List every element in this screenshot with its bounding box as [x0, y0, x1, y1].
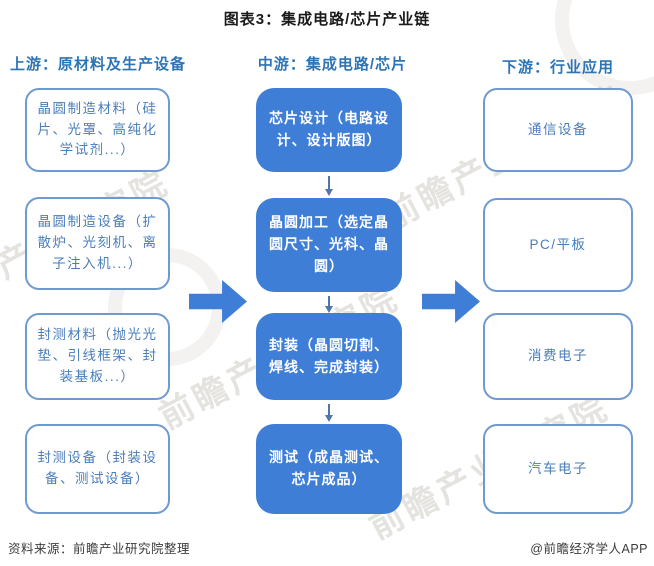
box-automotive-electronics: 汽车电子 — [483, 424, 633, 514]
down-arrow-design-to-processing — [325, 176, 333, 196]
box-chip-design: 芯片设计（电路设计、设计版图） — [256, 88, 402, 172]
arrow-upstream-to-midstream — [189, 280, 247, 323]
box-consumer-electronics: 消费电子 — [483, 313, 633, 400]
box-packaging: 封装（晶圆切割、焊线、完成封装） — [256, 313, 402, 400]
box-label: 晶圆制造材料（硅片、光罩、高纯化学试剂...） — [37, 100, 158, 158]
box-packaging-test-equipment: 封测设备（封装设备、测试设备） — [25, 424, 170, 514]
box-pc-tablet: PC/平板 — [483, 198, 633, 292]
column-header-upstream: 上游：原材料及生产设备 — [10, 56, 187, 73]
box-label: 消费电子 — [528, 348, 588, 364]
credit-note: @前瞻经济学人APP — [530, 542, 648, 556]
box-label: 通信设备 — [528, 121, 588, 137]
box-telecom-equipment: 通信设备 — [483, 88, 633, 172]
box-label: 测试（成晶测试、芯片成品） — [269, 449, 389, 487]
box-label: 晶圆制造设备（扩散炉、光刻机、离子注入机...） — [37, 214, 158, 271]
source-note: 资料来源：前瞻产业研究院整理 — [8, 542, 191, 556]
page-title: 图表3：集成电路/芯片产业链 — [223, 11, 431, 28]
box-packaging-test-materials: 封测材料（抛光光垫、引线框架、封装基板...） — [25, 313, 170, 400]
box-label: 封测材料（抛光光垫、引线框架、封装基板...） — [37, 327, 158, 384]
box-wafer-processing: 晶圆加工（选定晶圆尺寸、光科、晶圆） — [256, 198, 402, 292]
arrow-midstream-to-downstream — [422, 280, 480, 323]
column-header-midstream: 中游：集成电路/芯片 — [257, 56, 408, 73]
down-arrow-packaging-to-testing — [325, 404, 333, 422]
box-testing: 测试（成晶测试、芯片成品） — [256, 424, 402, 514]
box-label: 封测设备（封装设备、测试设备） — [37, 450, 158, 486]
box-label: 晶圆加工（选定晶圆尺寸、光科、晶圆） — [269, 214, 389, 274]
down-arrow-processing-to-packaging — [325, 296, 333, 313]
box-label: PC/平板 — [529, 236, 587, 252]
column-header-downstream: 下游：行业应用 — [501, 59, 614, 76]
box-wafer-equipment: 晶圆制造设备（扩散炉、光刻机、离子注入机...） — [25, 197, 170, 290]
box-wafer-materials: 晶圆制造材料（硅片、光罩、高纯化学试剂...） — [25, 88, 170, 172]
box-label: 汽车电子 — [528, 460, 588, 476]
box-label: 封装（晶圆切割、焊线、完成封装） — [269, 336, 389, 375]
box-label: 芯片设计（电路设计、设计版图） — [269, 110, 389, 148]
